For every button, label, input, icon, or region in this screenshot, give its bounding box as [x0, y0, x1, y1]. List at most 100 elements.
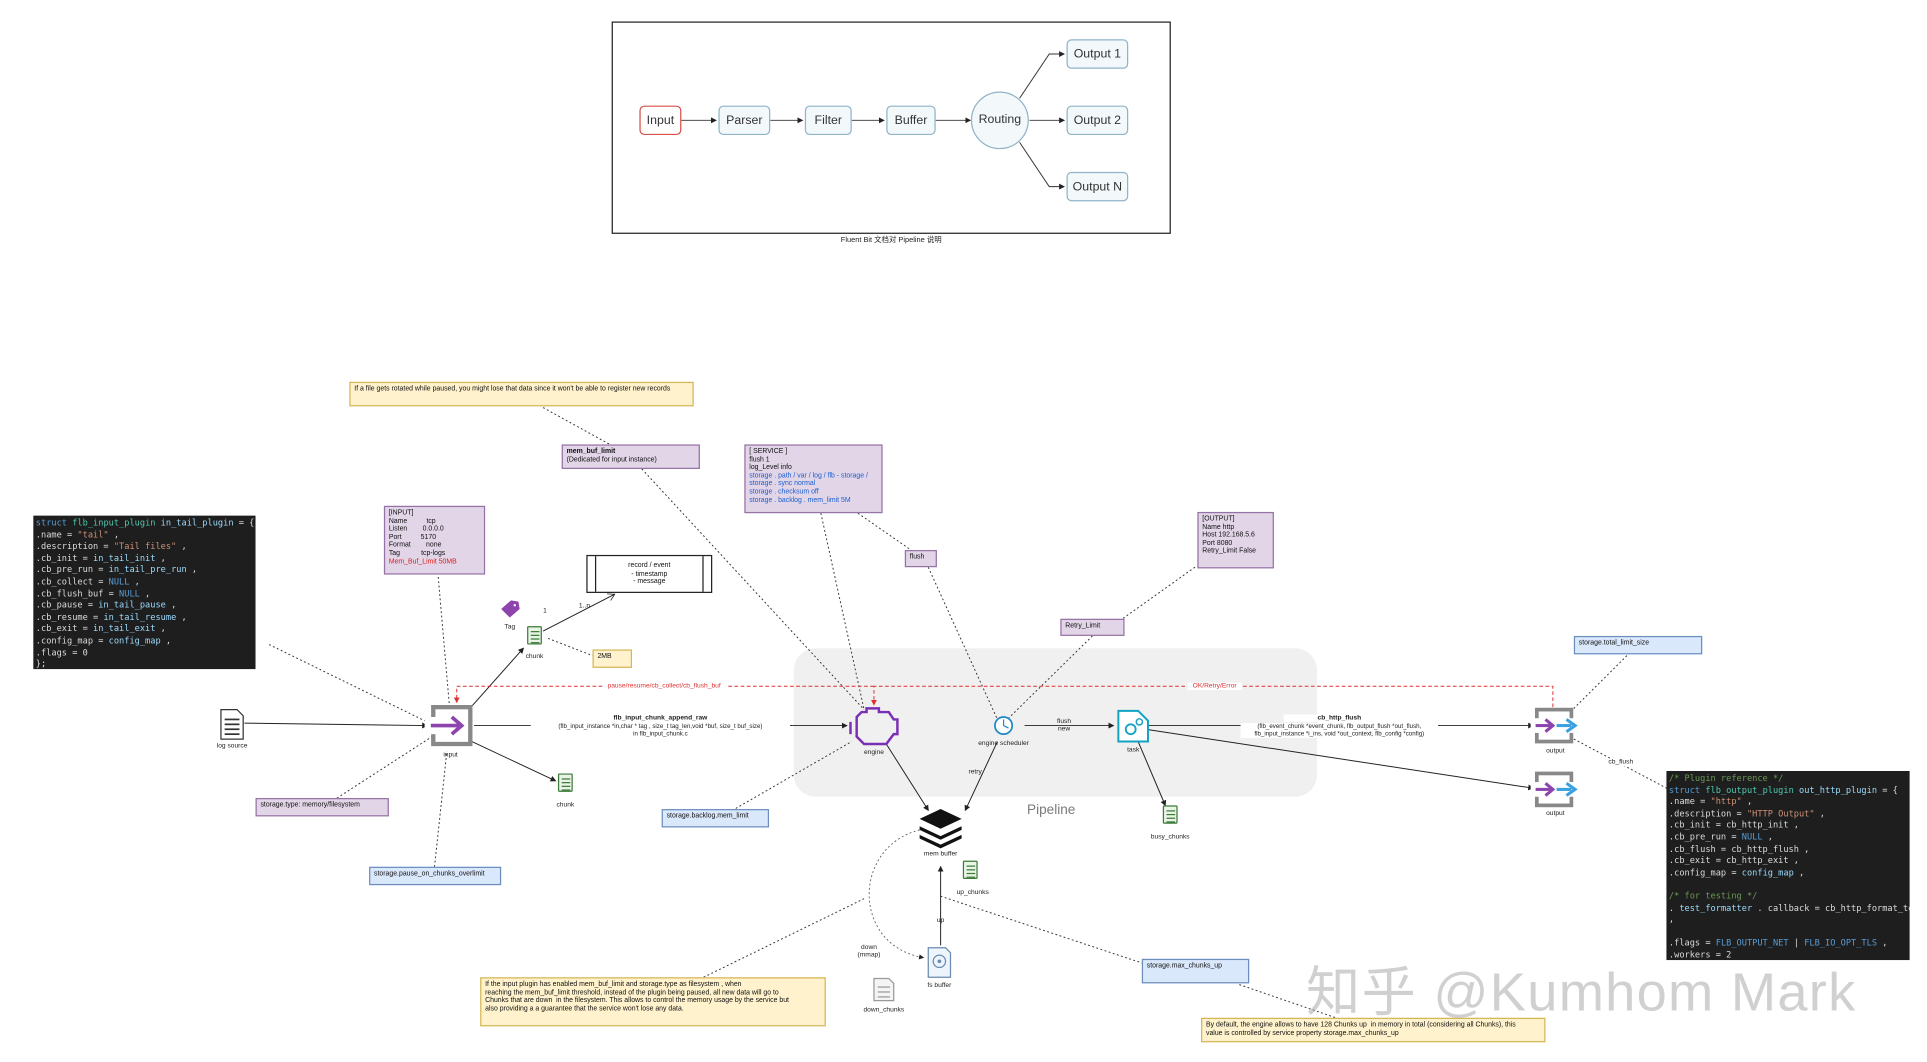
output-label: output	[1546, 747, 1565, 756]
task-gears-icon	[1117, 709, 1149, 743]
down-chunks-icon	[873, 977, 895, 1002]
input-plugin-code: struct flb_input_plugin in_tail_plugin =…	[33, 515, 256, 670]
input-conf-line: [INPUT]	[388, 509, 414, 517]
output-label: output	[1546, 810, 1565, 818]
tag-icon	[501, 600, 520, 618]
append-raw-signature: (flb_input_instance *in,char * tag , siz…	[530, 723, 791, 731]
default-chunks-note: By default, the engine allows to have 12…	[1201, 1017, 1546, 1043]
input-conf-line: Listen 0.0.0.0	[388, 525, 444, 534]
two-mb-note: 2MB	[592, 649, 633, 668]
input-conf-line: Name tcp	[388, 517, 436, 525]
service-line: flush 1	[749, 456, 770, 464]
explain-line: reaching the mem_buf_limit threshold, in…	[485, 989, 779, 997]
input-plugin-icon	[424, 705, 473, 747]
output-conf-line: Retry_Limit False	[1202, 548, 1257, 556]
mem-buffer-label: mem buffer	[923, 850, 958, 859]
service-line: storage . path / var / log / flb - stora…	[749, 472, 868, 480]
flush-note: flush	[904, 550, 937, 568]
input-conf-line: Tag tcp-logs	[388, 549, 446, 558]
input-label: input	[443, 751, 458, 759]
pipeline-area	[793, 648, 1318, 797]
total-limit-note: storage.total_limit_size	[1573, 635, 1703, 655]
up-chunks-doc-icon	[962, 860, 978, 880]
output-conf-line: Host 192.168.5.6	[1202, 531, 1255, 540]
pipeline-label: Pipeline	[1027, 802, 1076, 818]
pause-resume-label: pause/resume/cb_collect/cb_flush_buf	[602, 682, 726, 691]
watermark: 知乎 @Kumhom Mark	[1305, 962, 1857, 1023]
output-plugin-icon-2	[1530, 771, 1581, 808]
node-output-1: Output 1	[1066, 39, 1129, 69]
cb-flush-label: cb_flush	[1604, 758, 1637, 767]
multiplicity-one-n: 1..n	[578, 602, 591, 611]
chunk-doc-icon	[527, 626, 542, 645]
chunk-doc-icon	[557, 773, 573, 792]
flush-new-label: flush new	[1057, 718, 1072, 734]
mem-buf-limit-title: mem_buf_limit	[566, 448, 616, 456]
output-config-note: [OUTPUT] Name http Host 192.168.5.6 Port…	[1197, 511, 1274, 569]
input-conf-line: Port 5170	[388, 533, 437, 542]
scheduler-label: engine scheduler	[978, 740, 1029, 748]
storage-type-note: storage.type: memory/filesystem	[255, 798, 389, 817]
mem-buf-limit-sub: (Dedicated for input instance)	[566, 456, 657, 464]
engine-label: engine	[863, 748, 884, 757]
up-label: up	[936, 917, 945, 925]
service-line: storage . sync normal	[749, 480, 816, 488]
append-raw-title: flb_input_chunk_append_raw	[613, 714, 708, 722]
node-output-n: Output N	[1066, 171, 1129, 202]
output-conf-line: Name http	[1202, 523, 1235, 532]
input-conf-line: Format none	[388, 541, 442, 550]
append-raw-file: in flb_input_chunk.c	[633, 730, 688, 738]
service-line: [ SERVICE ]	[749, 448, 788, 456]
chunk-label: chunk	[556, 801, 575, 810]
service-line: log_Level info	[749, 464, 792, 472]
node-buffer: Buffer	[886, 105, 936, 136]
routing-circle	[970, 91, 1029, 150]
output-plugin-code: /* Plugin reference */ struct flb_output…	[1666, 770, 1910, 961]
node-output-2: Output 2	[1066, 105, 1129, 136]
log-source-icon	[220, 708, 244, 740]
backlog-note: storage.backlog.mem_limit	[661, 809, 770, 828]
retry-limit-note: Retry_Limit	[1060, 618, 1125, 636]
engine-icon	[849, 707, 899, 746]
output-conf-line: [OUTPUT]	[1202, 515, 1235, 524]
mem-buffer-layers-icon	[919, 809, 962, 849]
default-chunks-line: By default, the engine allows to have 12…	[1206, 1021, 1516, 1029]
chunk-label: chunk	[525, 653, 544, 661]
record-line: - timestamp	[631, 570, 668, 578]
node-parser: Parser	[718, 105, 771, 136]
log-source-label: log source	[216, 742, 248, 751]
tag-label: Tag	[504, 623, 516, 632]
rotated-note: If a file gets rotated while paused, you…	[349, 381, 694, 407]
down-chunks-label: down_chunks	[863, 1006, 905, 1015]
filesystem-explain-note: If the input plugin has enabled mem_buf_…	[480, 977, 826, 1027]
cb-http-flush-sig-1: (flb_event_chunk *event_chunk, flb_outpu…	[1240, 723, 1439, 731]
ok-retry-error-label: OK/Retry/Error	[1187, 682, 1242, 691]
record-line: record / event	[628, 562, 671, 570]
explain-line: also providing a a guarantee that the se…	[485, 1005, 684, 1013]
busy-chunks-label: busy_chunks	[1150, 833, 1190, 841]
cb-http-flush-sig-2: flb_input_instance *i_ins, void *out_con…	[1240, 730, 1439, 739]
explain-line: Chunks that are down in the filesystem. …	[485, 997, 789, 1005]
up-chunks-label: up_chunks	[956, 888, 989, 897]
explain-line: If the input plugin has enabled mem_buf_…	[485, 980, 742, 989]
default-chunks-line: value is controlled by service property …	[1206, 1029, 1399, 1037]
service-line: storage . backlog . mem_limit 5M	[749, 496, 851, 505]
max-chunks-up-note: storage.max_chunks_up	[1141, 958, 1250, 984]
fs-buffer-disk-icon	[927, 947, 952, 978]
service-line: storage . checksum off	[749, 488, 819, 496]
node-input: Input	[639, 105, 682, 136]
service-config-note: [ SERVICE ] flush 1 log_Level info stora…	[744, 444, 883, 514]
record-event-box: record / event - timestamp - message	[586, 554, 713, 593]
mem-buf-limit-note: mem_buf_limit (Dedicated for input insta…	[561, 444, 700, 469]
down-mmap-label: down (mmap)	[857, 944, 881, 960]
cb-http-flush-title: cb_http_flush	[1283, 714, 1395, 723]
task-label: task	[1127, 746, 1140, 754]
scheduler-clock-icon	[994, 716, 1014, 736]
pause-overlimit-note: storage.pause_on_chunks_overlimit	[369, 866, 502, 886]
retry-label: retry	[968, 768, 982, 776]
input-conf-line: Mem_Buf_Limit 50MB	[388, 558, 457, 566]
top-diagram-caption: Fluent Bit 文档对 Pipeline 说明	[840, 236, 942, 245]
record-line: - message	[633, 578, 666, 586]
node-routing: Routing	[978, 112, 1022, 127]
